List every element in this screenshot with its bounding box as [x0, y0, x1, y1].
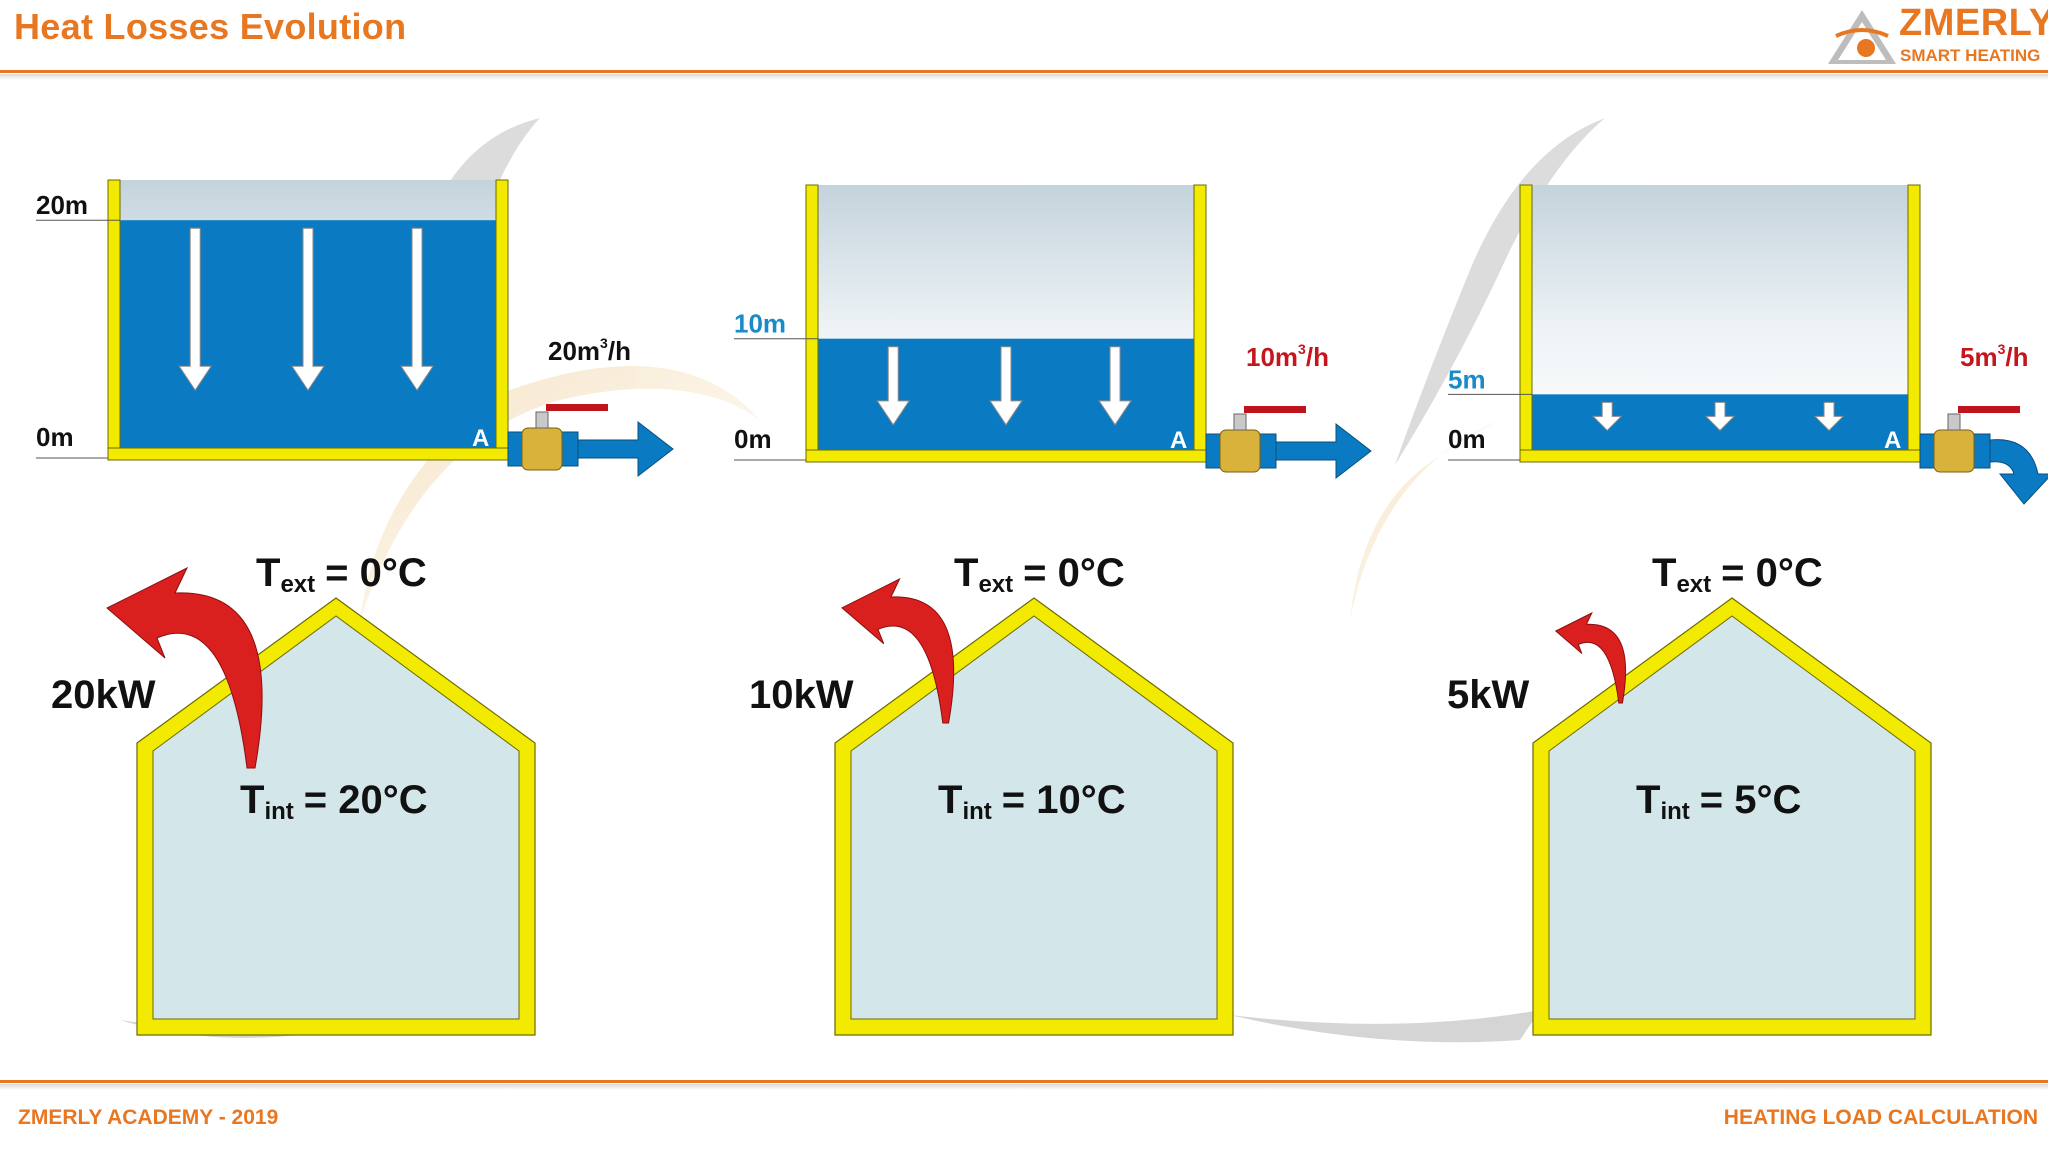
- tank-wall-bottom: [805, 449, 1207, 463]
- valve-stem: [1233, 413, 1247, 431]
- flow-label: 20m3/h: [548, 335, 631, 366]
- logo-tagline: SMART HEATING: [1900, 46, 2041, 65]
- water-flow-arrow: [876, 346, 911, 426]
- tank: [1519, 184, 1921, 463]
- tank-wall-right: [495, 179, 509, 461]
- logo-name: ZMERLY: [1899, 2, 2048, 44]
- outflow-arrow: [577, 420, 674, 478]
- heat-loss-label: 10kW: [749, 673, 854, 717]
- heat-loss-arrow: [106, 566, 263, 769]
- text-temperature: Text= 0°C: [256, 551, 427, 598]
- outflow-arrow: [1989, 439, 2048, 505]
- valve-handle: [1244, 406, 1306, 413]
- tank: [805, 184, 1207, 463]
- valve: [507, 404, 608, 471]
- heat-loss-label: 20kW: [51, 673, 156, 717]
- tank-wall-bottom: [107, 447, 509, 461]
- level-label: 5m: [1448, 364, 1486, 394]
- water-flow-arrow: [1704, 401, 1736, 432]
- valve: [1919, 406, 2020, 473]
- valve-body: [521, 427, 563, 471]
- valve-handle: [1958, 406, 2020, 413]
- outlet-label: A: [1170, 427, 1187, 454]
- valve-handle: [546, 404, 608, 411]
- footer-rule-shadow: [0, 1084, 2048, 1090]
- bottom-label: 0m: [1448, 424, 1486, 454]
- level-label: 20m: [36, 190, 88, 220]
- house-interior: [1548, 615, 1916, 1020]
- flow-label: 5m3/h: [1960, 341, 2028, 372]
- heat-loss-arrow: [1554, 611, 1626, 704]
- water-flow-arrow: [1813, 401, 1845, 432]
- house: [1532, 597, 1932, 1036]
- footer-rule: [0, 1080, 2048, 1083]
- footer-left: ZMERLY ACADEMY - 2019: [18, 1106, 279, 1129]
- outlet-label: A: [1884, 427, 1901, 454]
- valve-stem: [1947, 413, 1961, 431]
- text-temperature: Text= 0°C: [1652, 551, 1823, 598]
- bottom-label: 0m: [734, 424, 772, 454]
- tank-wall-left: [107, 179, 121, 461]
- flow-label: 10m3/h: [1246, 341, 1329, 372]
- water-flow-arrow: [400, 227, 434, 392]
- water-flow-arrow: [989, 346, 1023, 426]
- text-temperature: Text= 0°C: [954, 551, 1125, 598]
- tank: [107, 179, 509, 461]
- valve-body: [1219, 429, 1261, 473]
- outflow-arrow: [1275, 422, 1372, 480]
- header-rule-shadow: [0, 74, 2048, 80]
- valve: [1205, 406, 1306, 473]
- outlet-label: A: [472, 425, 489, 452]
- water-flow-arrow: [291, 227, 325, 392]
- water-flow-arrow: [1591, 401, 1623, 432]
- valve-stem: [535, 411, 549, 429]
- tank-wall-right: [1907, 184, 1921, 463]
- water-flow-arrow: [178, 227, 213, 392]
- header-rule: [0, 70, 2048, 73]
- tint-temperature: Tint= 5°C: [1636, 778, 1801, 825]
- heat-loss-arrow: [841, 577, 955, 724]
- heat-loss-label: 5kW: [1447, 673, 1529, 717]
- level-label: 10m: [734, 309, 786, 339]
- logo-icon: [1828, 10, 1896, 64]
- tint-temperature: Tint= 10°C: [938, 778, 1126, 825]
- water-flow-arrow: [1098, 346, 1132, 426]
- footer-right: HEATING LOAD CALCULATION: [1723, 1106, 2038, 1129]
- valve-body: [1933, 429, 1975, 473]
- tank-wall-left: [1519, 184, 1533, 463]
- tank-wall-bottom: [1519, 449, 1921, 463]
- bottom-label: 0m: [36, 422, 74, 452]
- tank-wall-left: [805, 184, 819, 463]
- tank-wall-right: [1193, 184, 1207, 463]
- tint-temperature: Tint= 20°C: [240, 778, 428, 825]
- page-title: Heat Losses Evolution: [14, 6, 407, 47]
